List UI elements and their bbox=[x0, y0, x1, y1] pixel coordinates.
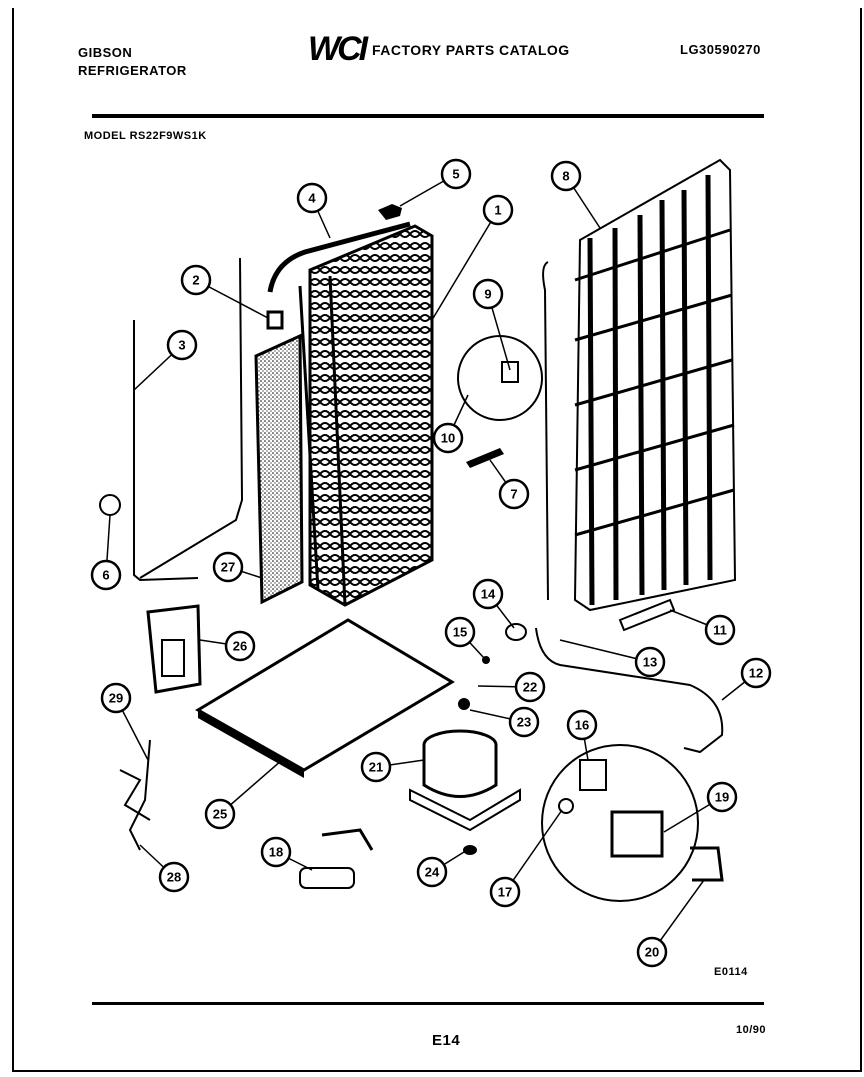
diagram-code: E0114 bbox=[714, 966, 748, 978]
svg-text:17: 17 bbox=[498, 885, 512, 900]
svg-text:8: 8 bbox=[562, 169, 569, 184]
callout-12: 12 bbox=[740, 657, 772, 689]
footer-rule bbox=[92, 1002, 764, 1005]
callout-6: 6 bbox=[90, 559, 122, 591]
part-number: LG30590270 bbox=[680, 42, 761, 57]
callout-4: 4 bbox=[296, 182, 328, 214]
capacitor-assembly bbox=[299, 828, 374, 889]
evaporator-coil bbox=[267, 221, 434, 607]
capillary-tube-left bbox=[133, 320, 199, 582]
svg-text:9: 9 bbox=[484, 287, 491, 302]
svg-text:23: 23 bbox=[517, 715, 531, 730]
compressor bbox=[409, 729, 521, 832]
page-number: E14 bbox=[432, 1032, 461, 1049]
callout-11: 11 bbox=[704, 614, 736, 646]
model-number: MODEL RS22F9WS1K bbox=[84, 130, 207, 142]
svg-text:19: 19 bbox=[715, 790, 729, 805]
compressor-mounting-bracket bbox=[146, 604, 202, 694]
callout-29: 29 bbox=[100, 682, 132, 714]
callout-27: 27 bbox=[212, 551, 244, 583]
callout-9: 9 bbox=[472, 278, 504, 310]
svg-text:13: 13 bbox=[643, 655, 657, 670]
retaining-clip bbox=[690, 846, 724, 882]
defrost-timer-knob bbox=[378, 204, 402, 220]
callout-5: 5 bbox=[440, 158, 472, 190]
callout-16: 16 bbox=[566, 709, 598, 741]
svg-text:24: 24 bbox=[425, 865, 440, 880]
callout-15: 15 bbox=[444, 616, 476, 648]
svg-text:16: 16 bbox=[575, 718, 589, 733]
callout-1: 1 bbox=[482, 194, 514, 226]
svg-text:6: 6 bbox=[102, 568, 109, 583]
terminal-cover bbox=[610, 810, 664, 858]
grommet bbox=[463, 845, 477, 855]
callout-14: 14 bbox=[472, 578, 504, 610]
svg-text:21: 21 bbox=[369, 760, 383, 775]
power-cord bbox=[535, 627, 724, 754]
callout-18: 18 bbox=[260, 836, 292, 868]
svg-text:20: 20 bbox=[645, 945, 659, 960]
callout-28: 28 bbox=[158, 861, 190, 893]
relay bbox=[579, 759, 607, 791]
condenser-coil bbox=[542, 158, 737, 612]
callout-7: 7 bbox=[498, 478, 530, 510]
evaporator-cover-panel bbox=[254, 333, 304, 605]
callout-22: 22 bbox=[514, 671, 546, 703]
svg-text:5: 5 bbox=[452, 167, 459, 182]
svg-text:22: 22 bbox=[523, 680, 537, 695]
callout-20: 20 bbox=[636, 936, 668, 968]
condenser-fan-probe bbox=[466, 448, 504, 468]
svg-text:28: 28 bbox=[167, 870, 181, 885]
heater-wire bbox=[139, 257, 244, 579]
thermistor-clip bbox=[266, 310, 284, 330]
svg-text:15: 15 bbox=[453, 625, 467, 640]
catalog-title: FACTORY PARTS CATALOG bbox=[372, 42, 570, 58]
magnified-fitting-inset bbox=[457, 335, 543, 421]
svg-text:25: 25 bbox=[213, 807, 227, 822]
wire-harness bbox=[119, 739, 151, 851]
wci-logo: WCI bbox=[306, 30, 373, 71]
product-type: REFRIGERATOR bbox=[78, 63, 187, 78]
callout-25: 25 bbox=[204, 798, 236, 830]
svg-text:1: 1 bbox=[494, 203, 501, 218]
svg-text:26: 26 bbox=[233, 639, 247, 654]
svg-text:12: 12 bbox=[749, 666, 763, 681]
callout-8: 8 bbox=[550, 160, 582, 192]
svg-text:11: 11 bbox=[713, 623, 727, 638]
svg-text:2: 2 bbox=[192, 273, 199, 288]
callout-23: 23 bbox=[508, 706, 540, 738]
callout-21: 21 bbox=[360, 751, 392, 783]
callout-19: 19 bbox=[706, 781, 738, 813]
svg-text:7: 7 bbox=[510, 487, 517, 502]
svg-text:18: 18 bbox=[269, 845, 283, 860]
svg-text:29: 29 bbox=[109, 691, 123, 706]
svg-text:4: 4 bbox=[308, 191, 316, 206]
base-plate bbox=[195, 618, 455, 778]
tubing-clamp bbox=[505, 623, 527, 641]
svg-text:27: 27 bbox=[221, 560, 235, 575]
overload-protector bbox=[558, 798, 574, 814]
header-rule bbox=[92, 114, 764, 118]
callout-3: 3 bbox=[166, 329, 198, 361]
svg-text:3: 3 bbox=[178, 338, 185, 353]
callout-13: 13 bbox=[634, 646, 666, 678]
brand-block: GIBSON REFRIGERATOR bbox=[78, 44, 187, 80]
page-border bbox=[12, 8, 862, 1072]
drier-filter bbox=[618, 598, 676, 632]
logo-text: WCI bbox=[308, 30, 370, 66]
compressor-mounting-grommet bbox=[458, 698, 470, 710]
svg-text:14: 14 bbox=[481, 587, 496, 602]
callout-17: 17 bbox=[489, 876, 521, 908]
callout-2: 2 bbox=[180, 264, 212, 296]
callout-26: 26 bbox=[224, 630, 256, 662]
drain-fitting bbox=[99, 494, 121, 516]
svg-text:10: 10 bbox=[441, 431, 455, 446]
callout-10: 10 bbox=[432, 422, 464, 454]
callout-24: 24 bbox=[416, 856, 448, 888]
brand-name: GIBSON bbox=[78, 45, 133, 60]
revision-date: 10/90 bbox=[736, 1024, 767, 1036]
electrical-inset bbox=[541, 744, 699, 902]
